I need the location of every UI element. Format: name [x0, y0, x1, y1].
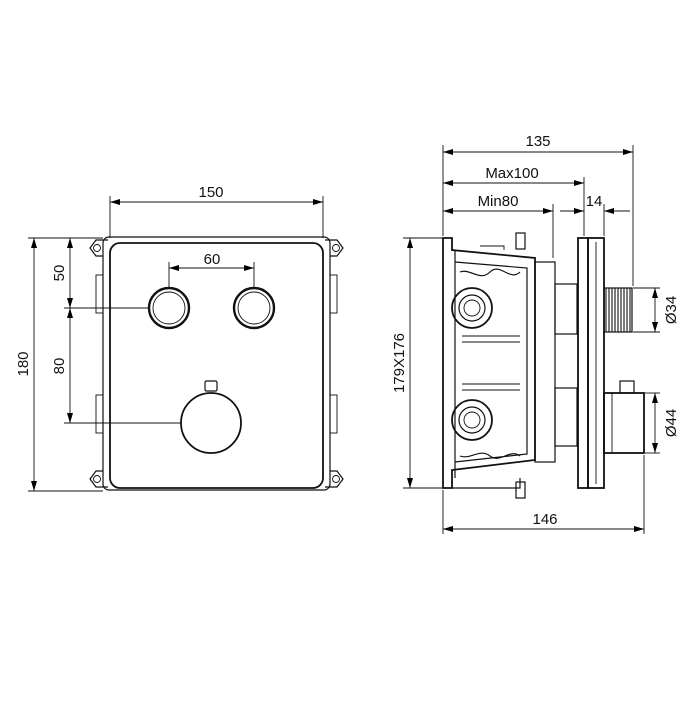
- dimension-60: [168, 262, 255, 288]
- dimension-135: [442, 145, 634, 286]
- dimension-150: [109, 196, 324, 238]
- dimension-d34: [633, 287, 660, 333]
- min-label: Min80: [478, 193, 519, 210]
- offset-mid-label: 80: [51, 358, 68, 375]
- thermostat-handle: [603, 380, 645, 454]
- body-label: 179X176: [391, 333, 408, 393]
- push-button-spindle: [603, 287, 633, 333]
- dimension-d44: [645, 392, 660, 454]
- offset-top-label: 50: [51, 265, 68, 282]
- mounting-box: [89, 236, 344, 491]
- dimension-146: [442, 455, 645, 534]
- valve-housing: [442, 232, 536, 499]
- dimension-min80: [443, 204, 554, 258]
- push-button-right: [232, 286, 276, 330]
- flange-label: 14: [586, 193, 603, 210]
- front-view: 150 60 180 50: [15, 184, 344, 492]
- dimension-179x176: [403, 237, 443, 489]
- bottom-label: 146: [532, 511, 557, 528]
- spacing-label: 60: [204, 251, 221, 268]
- dimension-50-80: [64, 237, 181, 424]
- inlet-port-bottom: [451, 399, 493, 441]
- handle-diameter-label: Ø44: [663, 409, 680, 437]
- thermostat-knob: [180, 380, 242, 454]
- inlet-port-top: [451, 287, 493, 329]
- height-label: 180: [15, 351, 32, 376]
- push-button-left: [147, 286, 191, 330]
- cover-plate: [109, 242, 324, 489]
- dimension-max100: [443, 177, 585, 236]
- max-label: Max100: [485, 165, 538, 182]
- width-label: 150: [198, 184, 223, 201]
- cartridge-body: [534, 261, 578, 463]
- spindle-diameter-label: Ø34: [663, 296, 680, 324]
- side-view: 135 Max100 Min80 14: [391, 133, 680, 534]
- cover-flange: [577, 237, 605, 489]
- dimension-14: [560, 204, 630, 236]
- depth-label: 135: [525, 133, 550, 150]
